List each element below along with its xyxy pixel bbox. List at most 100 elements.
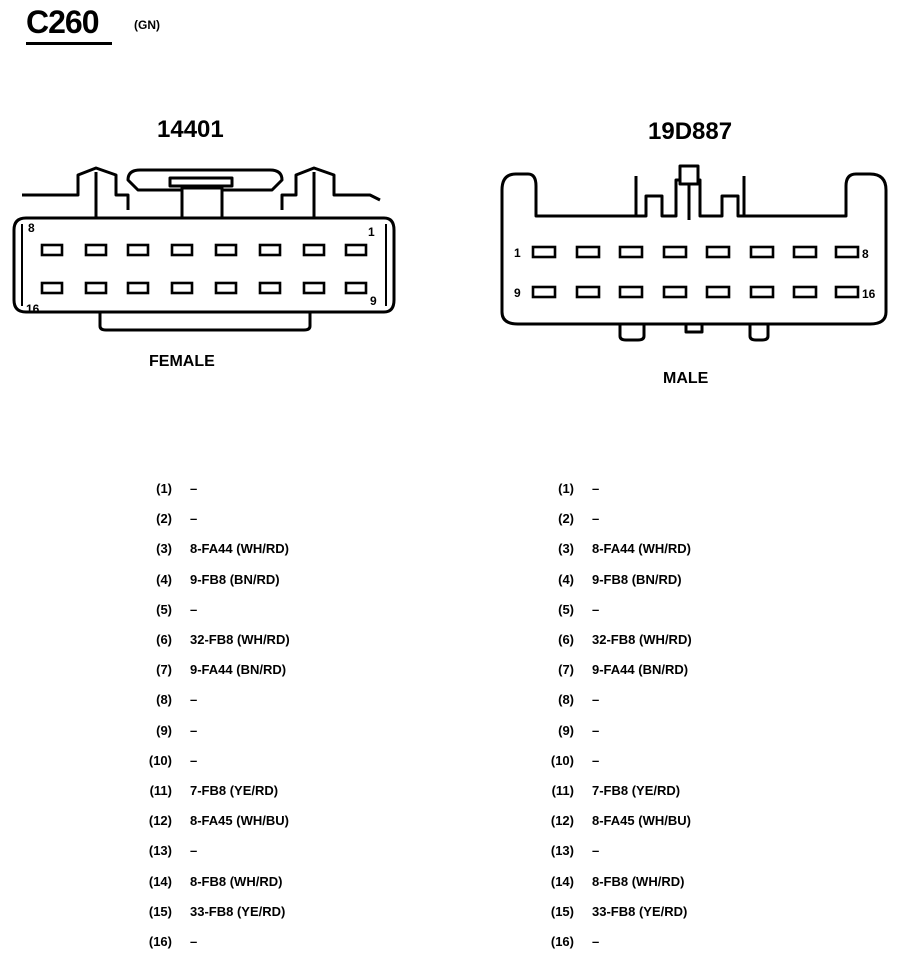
male-corner-label-bottom-left: 9 <box>514 286 521 300</box>
pin-number: (6) <box>156 632 172 647</box>
pin-number: (1) <box>558 481 574 496</box>
pin-number: (6) <box>558 632 574 647</box>
female-cavity-row-bottom <box>40 281 368 295</box>
pin-circuit: 7-FB8 (YE/RD) <box>190 783 279 798</box>
pin-number: (14) <box>148 874 172 889</box>
pin-circuit: 8-FB8 (WH/RD) <box>592 874 685 889</box>
pin-number: (16) <box>148 934 172 949</box>
pin-circuit: 8-FA45 (WH/BU) <box>592 813 691 828</box>
pin-number: (1) <box>156 481 172 496</box>
pinout-row: (7)9-FA44 (BN/RD) <box>542 655 688 685</box>
pin-number: (7) <box>558 662 574 677</box>
connector-title: C260 <box>26 4 99 40</box>
pin-number: (9) <box>156 723 172 738</box>
pin-number: (13) <box>148 843 172 858</box>
pin-circuit: 9-FB8 (BN/RD) <box>592 572 682 587</box>
male-corner-label-top-left: 1 <box>514 246 521 260</box>
pinout-row: (15)33-FB8 (YE/RD) <box>140 897 285 927</box>
pin-number: (16) <box>550 934 574 949</box>
pinout-row: (4) 9-FB8 (BN/RD) <box>140 565 280 595</box>
pin-circuit: 33-FB8 (YE/RD) <box>190 904 286 919</box>
pin-number: (11) <box>149 783 172 798</box>
pinout-row: (10) – <box>542 746 599 776</box>
male-pin-row-bottom <box>531 285 860 299</box>
pinout-row: (6) 32-FB8 (WH/RD) <box>542 625 692 655</box>
pinout-row: (16) – <box>542 927 599 957</box>
pinout-row: (3) 8-FA44 (WH/RD) <box>140 534 289 564</box>
male-connector-drawing <box>500 164 888 342</box>
male-part-number: 19D887 <box>648 118 733 145</box>
pin-number: (8) <box>156 692 172 707</box>
pinout-row: (11) 7-FB8 (YE/RD) <box>140 776 279 806</box>
pin-number: (12) <box>550 813 574 828</box>
pinout-row: (9) – <box>542 716 599 746</box>
pin-number: (10) <box>550 753 574 768</box>
pinout-row: (14)8-FB8 (WH/RD) <box>542 867 685 897</box>
pin-circuit: – <box>592 481 600 496</box>
pin-number: (13) <box>550 843 574 858</box>
female-part-number: 14401 <box>157 116 224 143</box>
pinout-row: (2)– <box>542 504 599 534</box>
pin-number: (12) <box>148 813 172 828</box>
female-label: FEMALE <box>149 353 215 370</box>
pinout-row: (10) – <box>140 746 197 776</box>
pin-circuit: 8-FB8 (WH/RD) <box>190 874 283 889</box>
pin-number: (5) <box>558 602 574 617</box>
pin-circuit: 8-FA45 (WH/BU) <box>190 813 289 828</box>
pin-number: (4) <box>156 572 172 587</box>
pin-number: (4) <box>558 572 574 587</box>
pin-number: (9) <box>558 723 574 738</box>
pinout-row: (11)7-FB8 (YE/RD) <box>542 776 681 806</box>
pinout-row: (2) – <box>140 504 197 534</box>
pinout-row: (3) 8-FA44 (WH/RD) <box>542 534 691 564</box>
pin-circuit: – <box>190 753 198 768</box>
title-underline <box>26 42 112 45</box>
pin-circuit: 32-FB8 (WH/RD) <box>190 632 290 647</box>
pin-circuit: – <box>592 723 600 738</box>
pin-circuit: – <box>190 723 198 738</box>
pin-number: (2) <box>156 511 172 526</box>
female-cavity-row-top <box>40 243 368 257</box>
pinout-row: (9) – <box>140 716 197 746</box>
pin-circuit: – <box>190 511 198 526</box>
female-corner-label-bottom-right: 9 <box>370 294 377 308</box>
pin-number: (3) <box>558 541 574 556</box>
pin-number: (7) <box>156 662 172 677</box>
pinout-row: (8)– <box>542 685 599 715</box>
female-connector-drawing <box>12 166 396 332</box>
pin-circuit: – <box>190 843 198 858</box>
pin-circuit: – <box>190 934 198 949</box>
pin-circuit: 33-FB8 (YE/RD) <box>592 904 688 919</box>
pin-circuit: – <box>190 692 198 707</box>
pinout-row: (16) – <box>140 927 197 957</box>
female-corner-label-bottom-left: 16 <box>26 302 40 316</box>
pin-circuit: 9-FA44 (BN/RD) <box>190 662 287 677</box>
male-corner-label-top-right: 8 <box>862 247 869 261</box>
pin-circuit: 9-FB8 (BN/RD) <box>190 572 280 587</box>
male-pin-row-top <box>531 245 860 259</box>
pin-circuit: 32-FB8 (WH/RD) <box>592 632 692 647</box>
pinout-row: (1)– <box>140 474 197 504</box>
pin-circuit: – <box>592 843 600 858</box>
pin-circuit: 8-FA44 (WH/RD) <box>190 541 289 556</box>
pinout-row: (12) 8-FA45 (WH/BU) <box>542 806 691 836</box>
pinout-row: (1) – <box>542 474 599 504</box>
pinout-row: (5)– <box>140 595 197 625</box>
pin-number: (3) <box>156 541 172 556</box>
pin-circuit: – <box>592 753 600 768</box>
female-corner-label-top-right: 1 <box>368 225 375 239</box>
pin-circuit: – <box>592 511 600 526</box>
pinout-row: (8) – <box>140 685 197 715</box>
pinout-row: (13) – <box>140 836 197 866</box>
female-corner-label-top-left: 8 <box>28 221 35 235</box>
pin-number: (8) <box>558 692 574 707</box>
pin-number: (5) <box>156 602 172 617</box>
pin-circuit: – <box>592 934 600 949</box>
pin-circuit: – <box>592 602 600 617</box>
pinout-row: (12) 8-FA45 (WH/BU) <box>140 806 289 836</box>
connector-color-code: (GN) <box>134 18 160 32</box>
pinout-row: (13) – <box>542 836 599 866</box>
pin-number: (15) <box>550 904 574 919</box>
pin-number: (10) <box>148 753 172 768</box>
pin-circuit: 8-FA44 (WH/RD) <box>592 541 691 556</box>
